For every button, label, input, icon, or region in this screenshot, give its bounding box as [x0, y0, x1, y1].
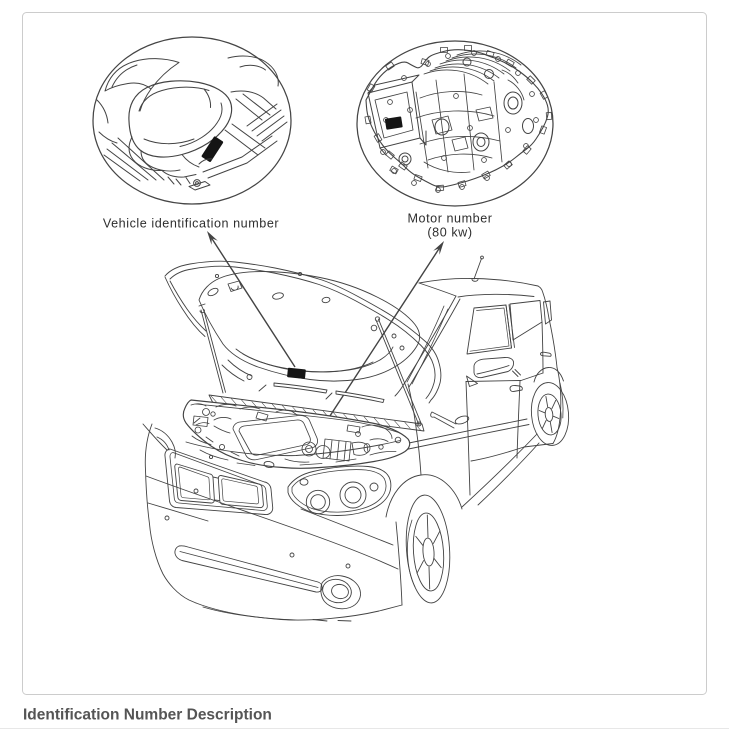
svg-text:(80 kw): (80 kw) — [427, 226, 472, 240]
svg-text:Motor number: Motor number — [408, 211, 493, 225]
svg-text:Vehicle identification number: Vehicle identification number — [103, 217, 279, 231]
svg-text:Identification Number Descript: Identification Number Description — [23, 707, 272, 724]
